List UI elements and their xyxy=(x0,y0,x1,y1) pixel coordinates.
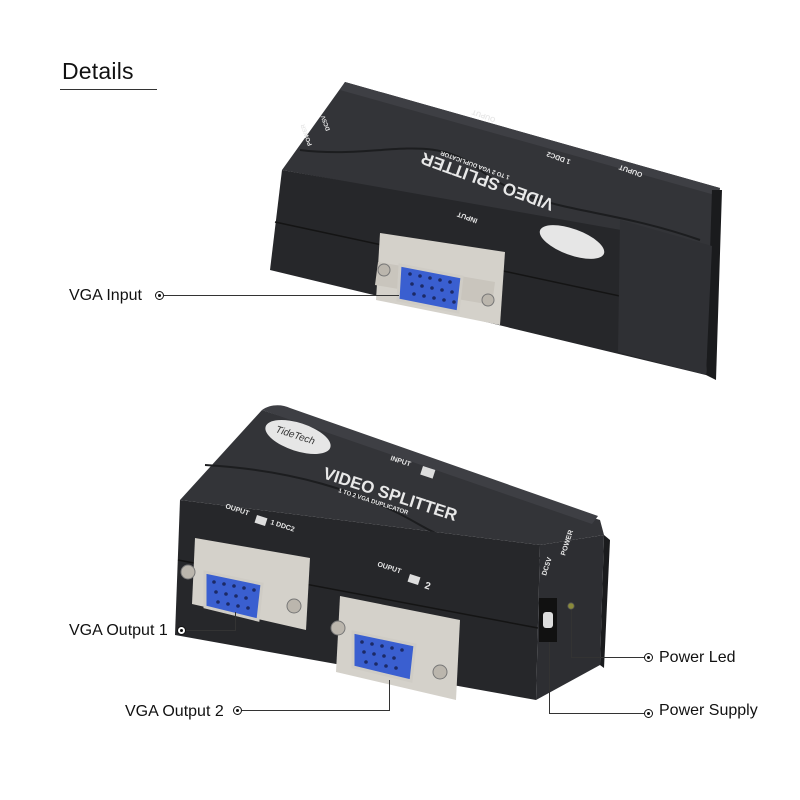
callout-line xyxy=(389,680,390,711)
title-underline xyxy=(60,89,157,90)
callout-dot-icon xyxy=(644,653,653,662)
callout-dot-icon xyxy=(233,706,242,715)
callout-dot-icon xyxy=(177,626,186,635)
callout-label: VGA Output 1 xyxy=(69,622,168,639)
callout-line xyxy=(242,710,390,711)
callout-line xyxy=(571,657,644,658)
callout-line xyxy=(164,295,399,296)
callout-line xyxy=(186,630,236,631)
callout-line xyxy=(549,713,644,714)
callout-label: VGA Output 2 xyxy=(125,703,224,720)
page-title: Details xyxy=(62,58,134,84)
callout-label: Power Led xyxy=(659,649,736,666)
callout-line xyxy=(571,610,572,658)
callout-dot-icon xyxy=(644,709,653,718)
svg-text:DC5V: DC5V xyxy=(321,114,332,131)
callout-line xyxy=(235,612,236,631)
callout-dot-icon xyxy=(155,291,164,300)
callout-line xyxy=(549,642,550,714)
callout-label: VGA Input xyxy=(69,287,142,304)
callout-label: Power Supply xyxy=(659,702,758,719)
svg-text:2: 2 xyxy=(423,580,432,592)
